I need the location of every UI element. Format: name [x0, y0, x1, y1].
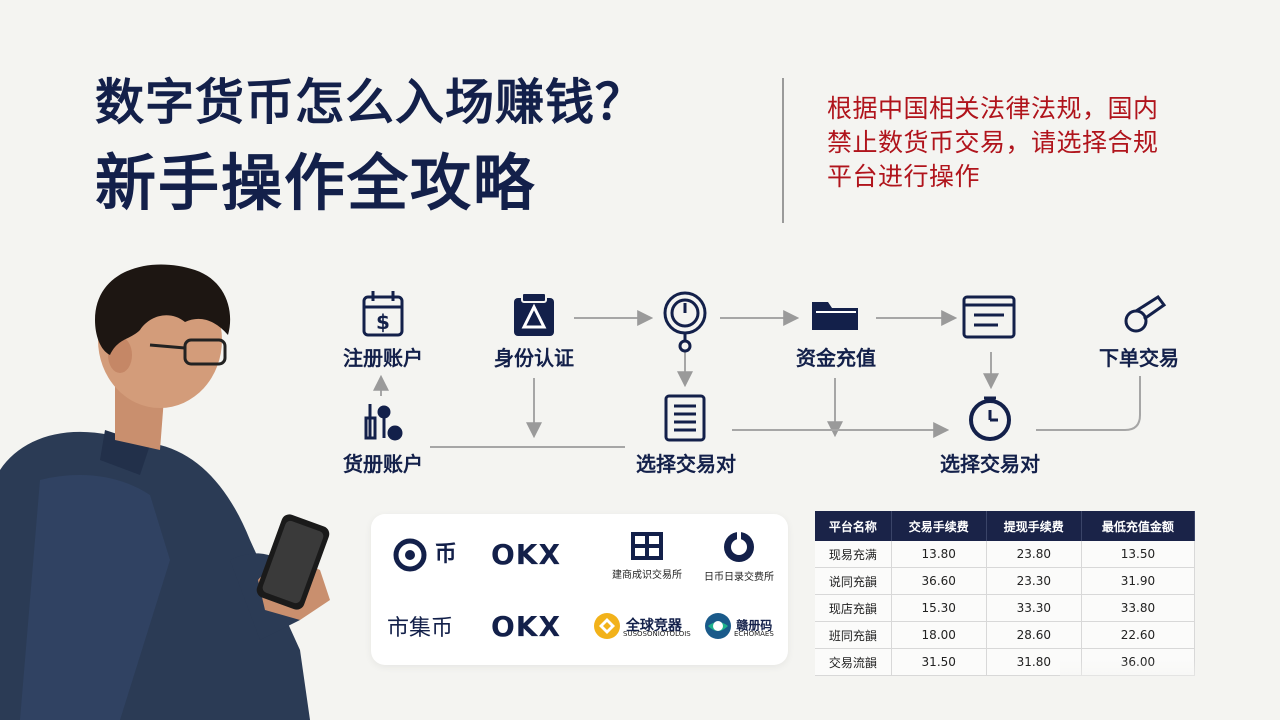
table-cell: 13.80: [891, 541, 987, 568]
table-cell: 交易流韻: [815, 648, 892, 676]
person-with-phone-illustration: [0, 264, 330, 720]
table-cell: 22.60: [1081, 621, 1196, 649]
notice-line-3: 平台进行操作: [827, 162, 981, 191]
platform-name: 赣册码: [736, 618, 773, 633]
table-cell: 36.60: [891, 567, 987, 595]
whistle-icon: [1124, 294, 1167, 333]
ring-logo-icon: [724, 530, 754, 562]
table-cell: 23.30: [986, 567, 1082, 595]
gauge-icon: [663, 291, 707, 353]
step-bank-label: 货册账户: [343, 452, 423, 476]
table-cell: 13.50: [1081, 541, 1196, 568]
line-clock-to-order: [1036, 376, 1141, 431]
table-cell: 31.50: [891, 648, 987, 676]
column-header: 最低充值金额: [1081, 511, 1196, 541]
shield-logo-icon: [705, 613, 731, 639]
platform-subtitle: ECHOMAES: [734, 630, 774, 638]
step-order-label: 下单交易: [1099, 346, 1179, 370]
list-document-icon: [664, 394, 706, 442]
table-cell: 33.30: [986, 594, 1082, 622]
notice-line-2: 禁止数货币交易，请选择合规: [827, 128, 1159, 157]
step-deposit-label: 资金充值: [796, 346, 876, 370]
notice-line-1: 根据中国相关法律法规，国内: [827, 94, 1159, 123]
table-cell: 28.60: [986, 621, 1082, 649]
column-header: 交易手续费: [891, 511, 987, 541]
platform-logo-1[interactable]: 币: [393, 536, 457, 572]
platform-name: 全球竞器: [625, 618, 682, 634]
column-header: 提现手续费: [986, 511, 1082, 541]
platform-logo-4[interactable]: 日币日录交费所: [696, 530, 782, 583]
bank-switch-icon: [364, 404, 403, 441]
title-line-2: 新手操作全攻略: [95, 148, 537, 219]
document-screen-icon: [962, 295, 1016, 339]
platform-logo-5[interactable]: 市集币: [387, 616, 454, 641]
table-cell: 23.80: [986, 541, 1082, 568]
table-cell: 班同充韻: [815, 621, 892, 649]
platform-logos-card: 币 OKX 建商成识交易所 日币日录交费所 市集币 OKX 全球竞器 SUSOS…: [371, 514, 788, 665]
table-row: 现店充韻 15.30 33.30 33.80: [815, 594, 1196, 622]
title-line-1: 数字货币怎么入场赚钱？: [95, 74, 646, 131]
column-header: 平台名称: [815, 511, 892, 541]
page-title: 数字货币怎么入场赚钱？ 新手操作全攻略: [95, 78, 645, 214]
table-row: 说同充韻 36.60 23.30 31.90: [815, 567, 1196, 595]
platform-logo-7[interactable]: 全球竞器 SUSOSONIOTOLOIS: [593, 612, 691, 640]
id-clipboard-icon: [514, 292, 554, 336]
svg-text:$: $: [376, 310, 390, 334]
platform-subtitle: 建商成识交易所: [612, 570, 682, 581]
corner-fade-overlay: [1060, 660, 1280, 720]
folder-icon: [812, 302, 858, 330]
table-cell: 15.30: [891, 594, 987, 622]
table-cell: 说同充韻: [815, 567, 892, 595]
step-select-pair-label-2: 选择交易对: [940, 452, 1040, 476]
platform-subtitle: SUSOSONIOTOLOIS: [623, 630, 691, 638]
table-row: 班同充韻 18.00 28.60 22.60: [815, 621, 1196, 649]
diamond-logo-icon: [594, 613, 620, 639]
step-identity-label: 身份认证: [494, 346, 574, 370]
table-cell: 现店充韻: [815, 594, 892, 622]
platform-logo-2[interactable]: OKX: [491, 538, 562, 571]
grid-logo-icon: [631, 532, 663, 560]
platform-logo-6[interactable]: OKX: [491, 610, 562, 643]
table-cell: 31.90: [1081, 567, 1196, 595]
vertical-divider: [782, 78, 784, 223]
fee-comparison-table: 平台名称 交易手续费 提现手续费 最低充值金额 现易充满 13.80 23.80…: [815, 511, 1196, 676]
table-cell: 33.80: [1081, 594, 1196, 622]
platform-name: 币: [434, 542, 457, 567]
step-select-pair-label-1: 选择交易对: [636, 452, 736, 476]
clock-icon: [969, 396, 1011, 441]
platform-logo-3[interactable]: 建商成识交易所: [597, 530, 697, 581]
calendar-dollar-icon: $: [362, 291, 404, 337]
circle-logo-icon: [393, 538, 427, 572]
table-cell: 18.00: [891, 621, 987, 649]
table-header-row: 平台名称 交易手续费 提现手续费 最低充值金额: [815, 511, 1196, 541]
platform-logo-8[interactable]: 赣册码 ECHOMAES: [704, 612, 774, 640]
platform-subtitle: 日币日录交费所: [704, 572, 774, 583]
legal-notice: 根据中国相关法律法规，国内 禁止数货币交易，请选择合规 平台进行操作: [827, 92, 1227, 194]
table-cell: 现易充满: [815, 541, 892, 568]
table-row: 现易充满 13.80 23.80 13.50: [815, 541, 1196, 568]
step-register-label: 注册账户: [343, 346, 423, 370]
